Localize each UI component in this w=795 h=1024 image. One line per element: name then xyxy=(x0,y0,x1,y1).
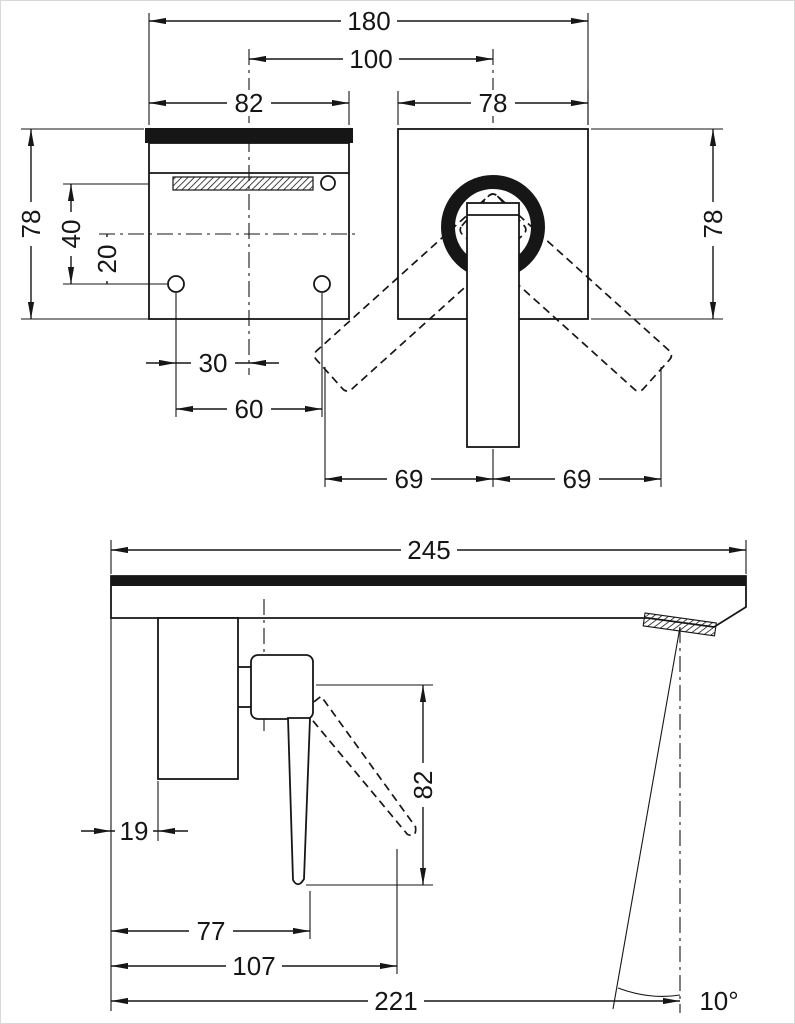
dim-label-82-side: 82 xyxy=(408,771,438,800)
dimension-annotations: 180 100 82 78 78 xyxy=(16,6,747,1016)
dim-handle-plate-height-78: 78 xyxy=(591,128,728,320)
spout-slot-hatch xyxy=(172,176,314,191)
handle-lever xyxy=(466,202,520,448)
front-view-handle-plate xyxy=(313,49,673,448)
dim-hole-to-center-30: 30 xyxy=(146,348,279,378)
dim-label-221: 221 xyxy=(374,986,417,1016)
spout-front-bar xyxy=(145,128,353,143)
dim-handle-plate-width-78: 78 xyxy=(397,88,589,125)
dim-spout-length-245: 245 xyxy=(110,535,747,574)
mixer-body xyxy=(157,617,239,780)
dim-label-60: 60 xyxy=(235,394,264,424)
lever-blade xyxy=(287,717,311,886)
front-view-spout-plate xyxy=(99,49,359,375)
spray-direction-line xyxy=(612,626,681,1010)
dim-label-69-right: 69 xyxy=(563,464,592,494)
slot-end-hole xyxy=(320,175,336,191)
dim-spout-plate-width-82: 82 xyxy=(149,88,350,125)
spray-angle-arc xyxy=(617,987,681,997)
dim-center-to-holes-20: 20 xyxy=(92,234,122,284)
screw-hole-left xyxy=(167,275,185,293)
dim-swing-left-69: 69 xyxy=(324,367,494,494)
dim-wall-to-lever-77: 77 xyxy=(111,891,311,946)
dim-label-180: 180 xyxy=(347,6,390,36)
dim-spout-to-holes-40: 40 xyxy=(56,183,167,285)
dim-center-distance-100: 100 xyxy=(249,44,493,74)
dim-label-19: 19 xyxy=(120,816,149,846)
dim-label-20: 20 xyxy=(92,245,122,274)
dim-wall-to-lever-tip-107: 107 xyxy=(111,849,398,981)
dim-wall-to-spray-221: 221 xyxy=(111,986,680,1016)
dim-label-10deg: 10° xyxy=(699,986,738,1016)
dim-label-78-top: 78 xyxy=(479,88,508,118)
dim-spout-plate-height-78: 78 xyxy=(16,128,149,320)
dim-label-77: 77 xyxy=(197,916,226,946)
dim-hole-spacing-60: 60 xyxy=(175,293,323,424)
dim-swing-right-69: 69 xyxy=(493,367,662,494)
dim-label-107: 107 xyxy=(232,951,275,981)
dim-label-245: 245 xyxy=(407,535,450,565)
screw-hole-right xyxy=(313,275,331,293)
dim-label-69-left: 69 xyxy=(395,464,424,494)
spout-top-bar xyxy=(111,576,746,586)
dim-label-78-left: 78 xyxy=(16,210,46,239)
dim-plate-thickness-19: 19 xyxy=(81,781,188,846)
dim-label-100: 100 xyxy=(349,44,392,74)
dim-spray-angle-10: 10° xyxy=(699,986,738,1016)
dim-label-40: 40 xyxy=(56,220,86,249)
lever-hub xyxy=(250,654,314,720)
dim-lever-height-82: 82 xyxy=(306,684,438,886)
dim-label-78-right: 78 xyxy=(698,210,728,239)
dim-label-30: 30 xyxy=(199,348,228,378)
lever-swing-outline xyxy=(302,695,417,837)
dim-label-82-top: 82 xyxy=(235,88,264,118)
dim-overall-width-180: 180 xyxy=(148,6,589,125)
